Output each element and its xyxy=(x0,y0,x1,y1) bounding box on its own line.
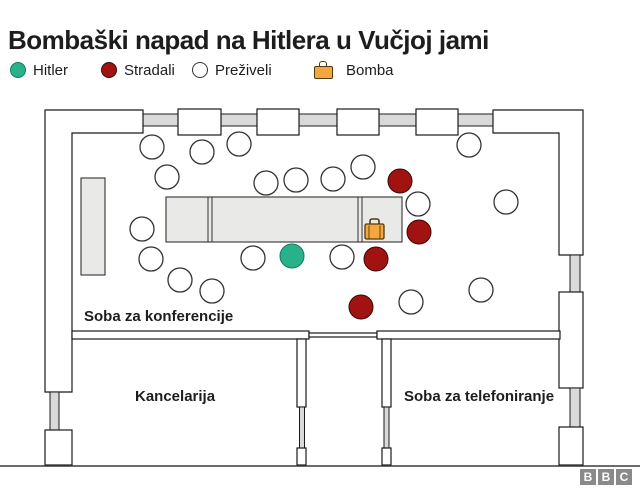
wall-left-lower xyxy=(44,429,73,466)
interior-wall-left xyxy=(71,330,310,340)
wall-post xyxy=(381,447,392,466)
legend-label: Hitler xyxy=(33,61,69,79)
bomb-briefcase-icon xyxy=(314,61,333,79)
person-survivor xyxy=(329,244,355,270)
wall-post xyxy=(296,447,307,466)
person-survivor xyxy=(138,246,164,272)
person-survivor xyxy=(405,191,431,217)
legend-label: Bomba xyxy=(346,61,394,79)
person-survivor xyxy=(350,154,376,180)
interior-wall-vertical xyxy=(381,338,392,408)
interior-door xyxy=(299,406,305,449)
person-survivor xyxy=(199,278,225,304)
person-survivor xyxy=(320,166,346,192)
logo-block: C xyxy=(616,469,632,485)
legend-item-hitler: Hitler xyxy=(10,61,68,79)
person-survivor xyxy=(129,216,155,242)
interior-wall-right xyxy=(376,330,561,340)
door-line xyxy=(308,332,378,338)
sideboard xyxy=(80,177,106,276)
person-survivor xyxy=(253,170,279,196)
people-layer xyxy=(129,131,519,320)
person-casualty xyxy=(363,246,389,272)
legend-item-casualty: Stradali xyxy=(101,61,175,79)
logo-block: B xyxy=(598,469,614,485)
window xyxy=(177,108,222,136)
wall-right-lower xyxy=(558,426,584,466)
wall-top-right xyxy=(492,109,584,256)
legend-item-bomb: Bomba xyxy=(314,61,394,79)
hitler-dot-icon xyxy=(10,62,26,78)
wall-right xyxy=(558,291,584,389)
survivor-dot-icon xyxy=(192,62,208,78)
bomb-icon xyxy=(364,218,385,240)
legend-item-survivor: Preživeli xyxy=(192,61,272,79)
page-title: Bombaški napad na Hitlera u Vučjoj jami xyxy=(8,25,489,56)
person-survivor xyxy=(240,245,266,271)
person-survivor xyxy=(283,167,309,193)
room-label-telephone: Soba za telefoniranje xyxy=(404,388,555,405)
conference-table xyxy=(165,196,403,243)
person-casualty xyxy=(387,168,413,194)
person-survivor xyxy=(154,164,180,190)
interior-door xyxy=(383,406,390,449)
left-wall-window xyxy=(49,391,60,431)
person-hitler xyxy=(279,243,305,269)
right-wall-window xyxy=(569,254,581,293)
room-label-conference: Soba za konferencije xyxy=(84,308,234,325)
person-survivor xyxy=(226,131,252,157)
person-survivor xyxy=(139,134,165,160)
room-label-office: Kancelarija xyxy=(135,388,216,405)
person-survivor xyxy=(398,289,424,315)
person-survivor xyxy=(468,277,494,303)
legend-label: Preživeli xyxy=(215,61,272,79)
bbc-logo: B B C xyxy=(580,469,632,485)
window xyxy=(415,108,459,136)
logo-block: B xyxy=(580,469,596,485)
window xyxy=(256,108,300,136)
person-survivor xyxy=(493,189,519,215)
person-survivor xyxy=(456,132,482,158)
right-wall-window xyxy=(569,387,581,428)
person-casualty xyxy=(406,219,432,245)
wall-top-left xyxy=(44,109,144,393)
person-casualty xyxy=(348,294,374,320)
person-survivor xyxy=(167,267,193,293)
interior-wall-vertical xyxy=(296,338,307,408)
casualty-dot-icon xyxy=(101,62,117,78)
window xyxy=(336,108,380,136)
person-survivor xyxy=(189,139,215,165)
legend-label: Stradali xyxy=(124,61,175,79)
